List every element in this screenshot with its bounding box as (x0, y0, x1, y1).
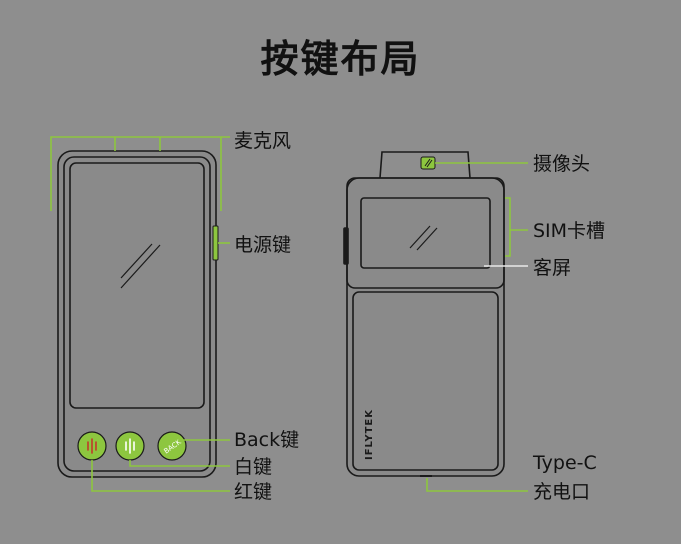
label-sub-screen: 客屏 (533, 257, 572, 279)
label-charge-port: 充电口 (533, 481, 591, 503)
power-button (212, 225, 219, 261)
back-key: BACK (157, 431, 187, 461)
label-red-key: 红键 (234, 481, 273, 503)
brand-logo: IFLYTEK (364, 409, 375, 460)
front-callout-lines (50, 136, 230, 492)
camera-lens (420, 156, 436, 170)
page-title: 按键布局 (260, 37, 421, 81)
label-back-key: Back键 (234, 429, 300, 451)
label-white-key: 白键 (234, 456, 273, 478)
white-key (115, 431, 145, 461)
sub-screen (360, 197, 491, 269)
back-callout-lines (426, 162, 528, 492)
back-device: IFLYTEK (343, 151, 505, 477)
label-power: 电源键 (234, 234, 292, 256)
red-key (77, 431, 107, 461)
label-type-c: Type-C (533, 452, 597, 474)
label-sim-slot: SIM卡槽 (533, 220, 606, 242)
label-camera: 摄像头 (533, 153, 591, 175)
label-microphone: 麦克风 (234, 130, 292, 152)
front-device (57, 150, 219, 478)
front-screen (69, 162, 205, 409)
